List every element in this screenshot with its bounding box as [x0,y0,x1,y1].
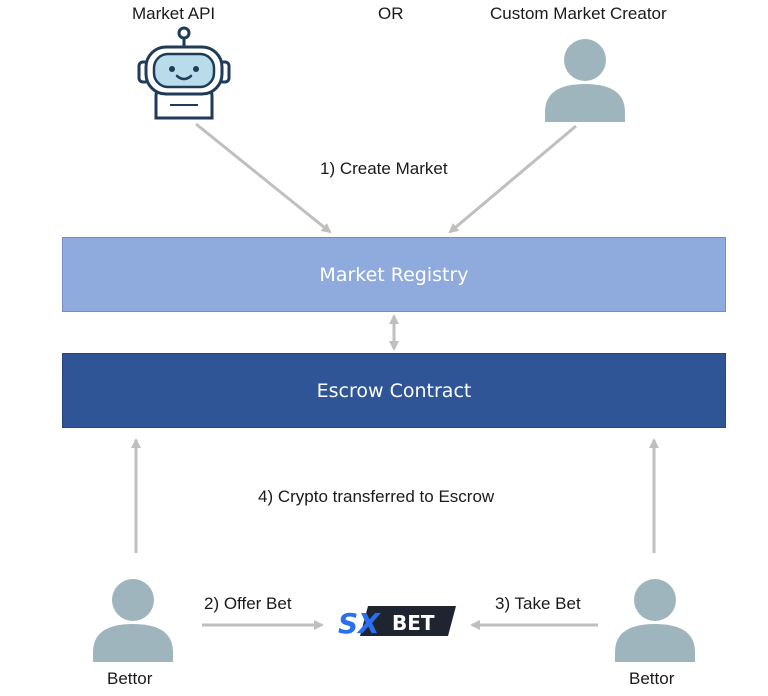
market-registry-label: Market Registry [319,263,469,286]
bettor-right-label: Bettor [629,669,675,688]
crypto-transferred-label: 4) Crypto transferred to Escrow [258,487,495,506]
take-bet-label: 3) Take Bet [495,594,581,613]
arrow-creator-to-registry [448,124,577,234]
arrow-api-to-registry [195,122,332,234]
sx-bet-logo: SX BET [338,606,456,640]
sx-logo-text: SX [338,607,381,640]
create-market-label: 1) Create Market [320,159,448,178]
bet-logo-text: BET [392,611,435,635]
escrow-contract-box: Escrow Contract [62,353,726,428]
market-api-label: Market API [132,4,216,23]
offer-bet-label: 2) Offer Bet [204,594,292,613]
escrow-contract-label: Escrow Contract [316,379,472,402]
or-label: OR [378,4,404,23]
bettor-left-label: Bettor [107,669,153,688]
market-registry-box: Market Registry [62,237,726,312]
custom-market-creator-label: Custom Market Creator [490,4,667,23]
